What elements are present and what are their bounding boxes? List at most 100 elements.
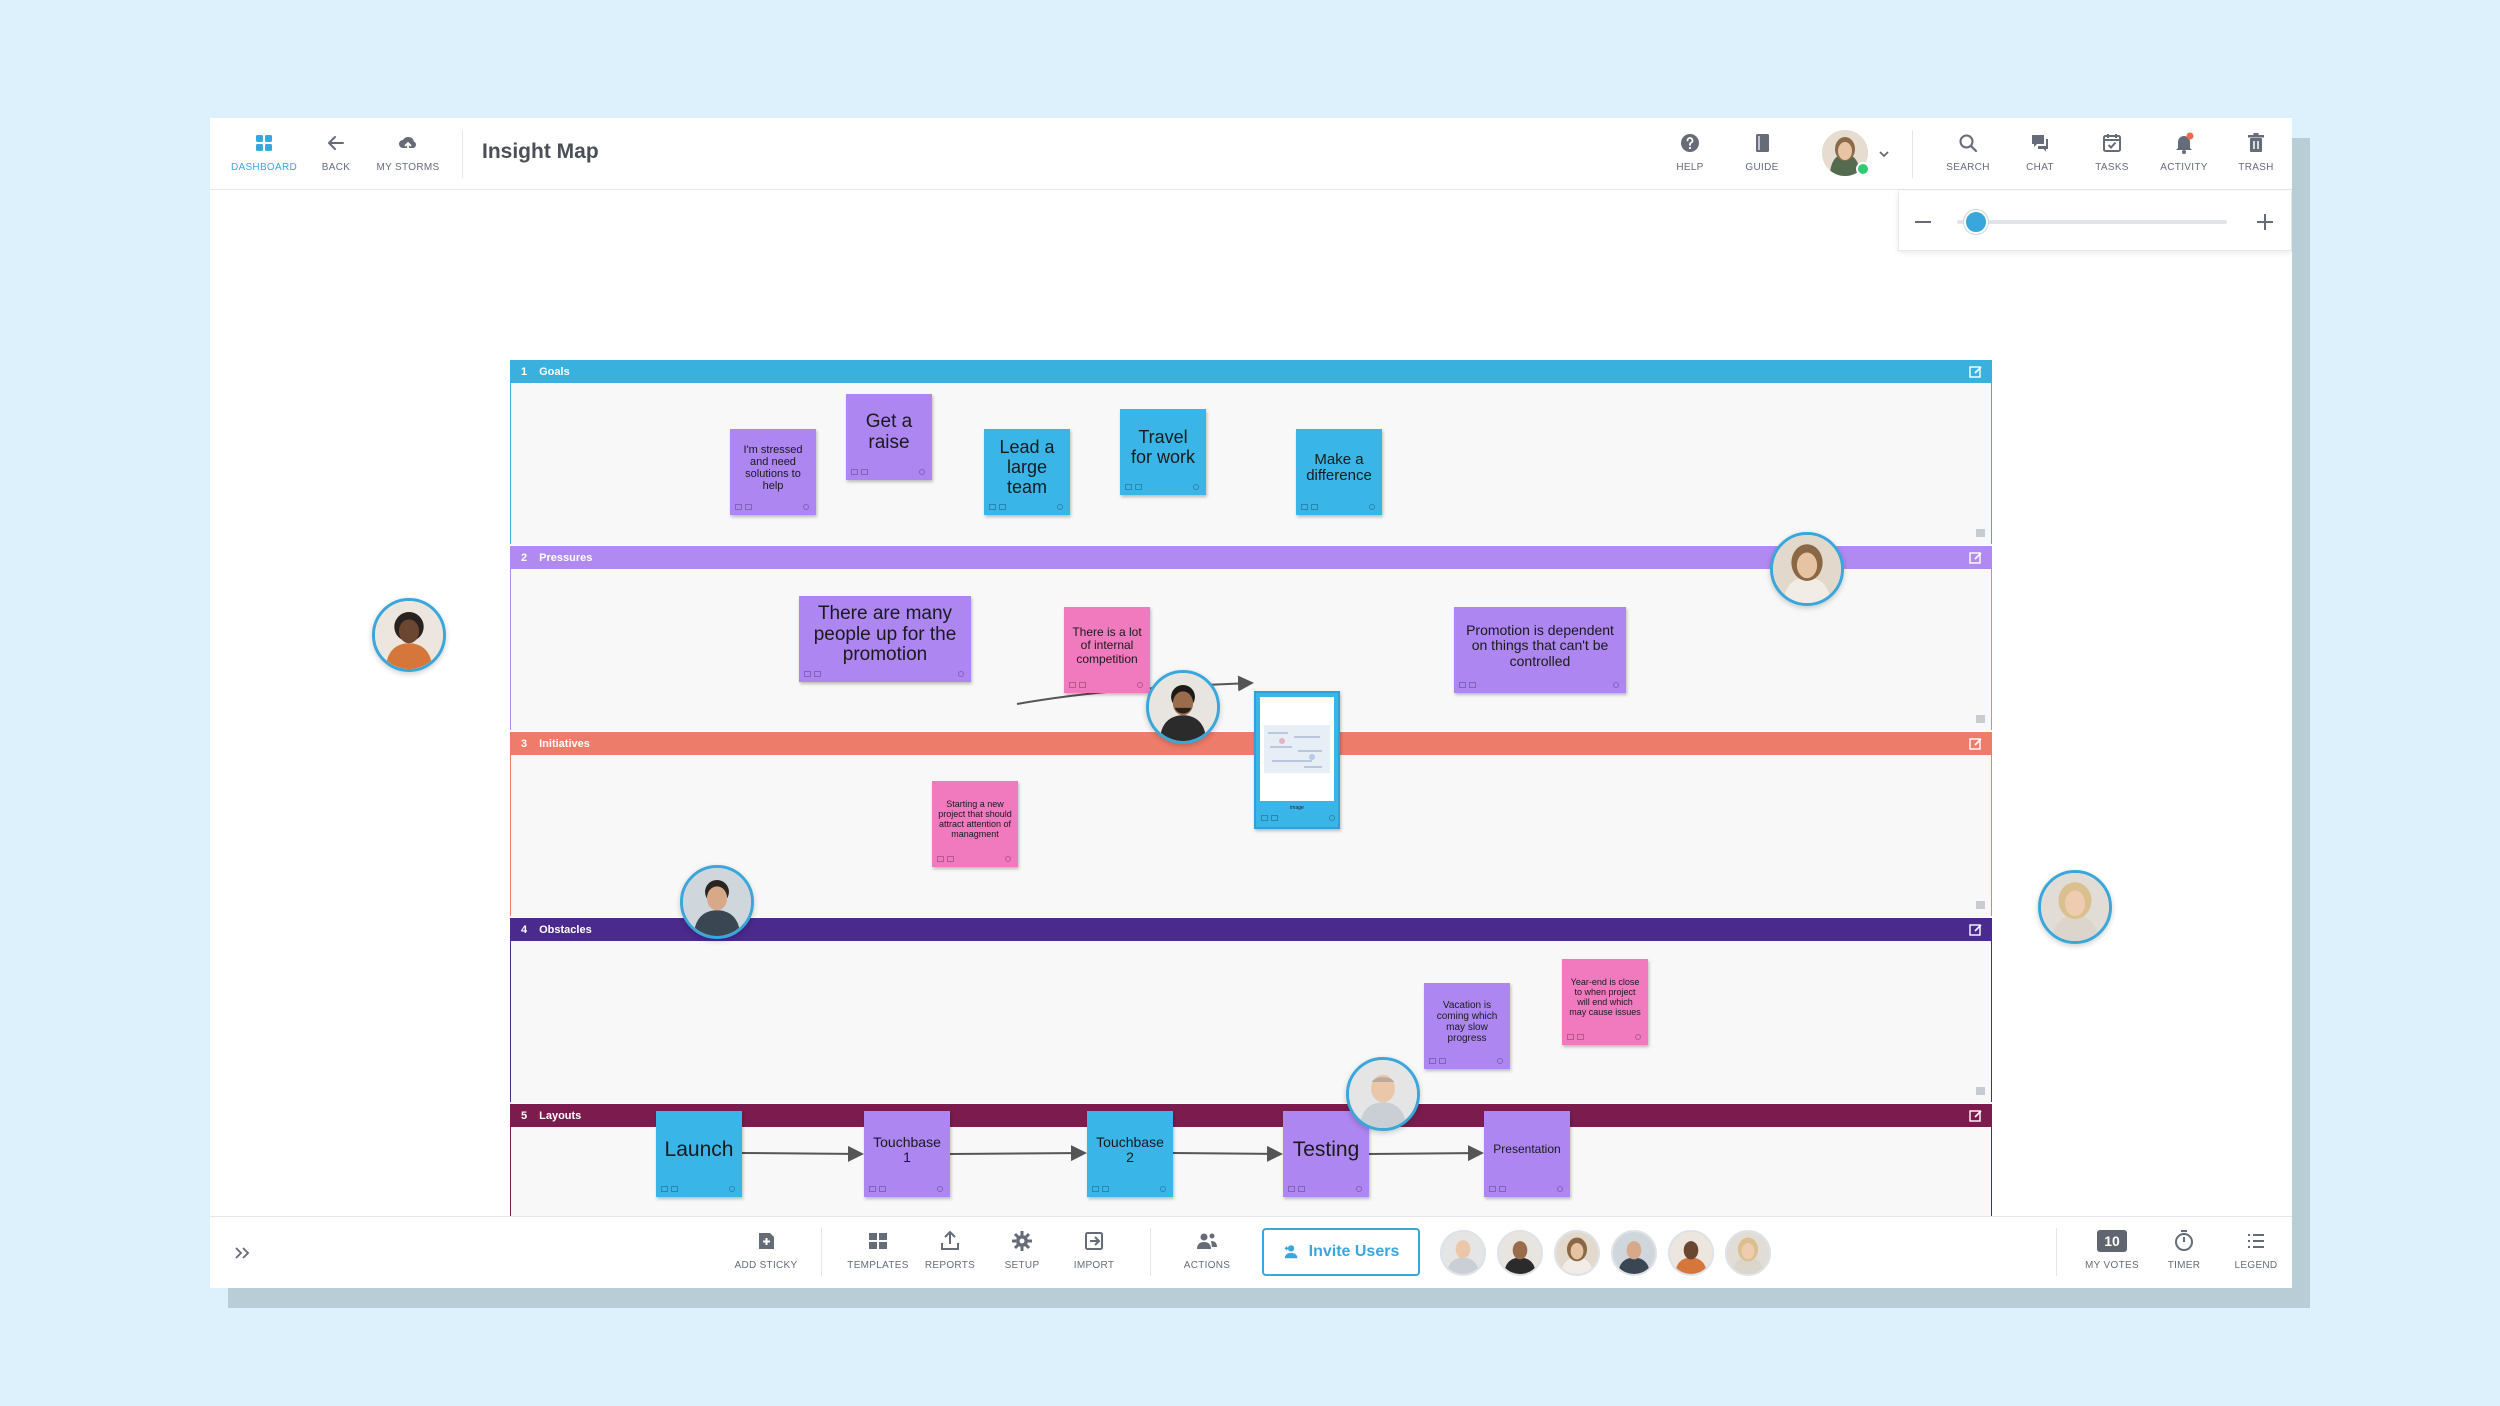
guide-button[interactable]: GUIDE — [1726, 132, 1798, 173]
participant-avatar[interactable] — [1611, 1230, 1657, 1276]
collaborator-avatar[interactable] — [1770, 532, 1844, 606]
sticky-text: Touchbase 2 — [1096, 1133, 1164, 1165]
sticky-note[interactable]: Touchbase 1 — [864, 1111, 950, 1197]
templates-label: TEMPLATES — [847, 1260, 909, 1271]
sticky-note[interactable]: Year-end is close to when project will e… — [1562, 959, 1648, 1045]
my-votes-button[interactable]: 10 MY VOTES — [2076, 1230, 2148, 1271]
activity-label: ACTIVITY — [2160, 162, 2208, 173]
chevron-down-icon[interactable] — [1878, 148, 1890, 160]
online-status-dot — [1856, 162, 1870, 176]
sticky-note[interactable]: Make a difference — [1296, 429, 1382, 515]
sticky-text: There are many people up for the promoti… — [813, 602, 957, 666]
image-card-footer — [1261, 815, 1335, 822]
participant-avatar[interactable] — [1668, 1230, 1714, 1276]
resize-handle[interactable] — [1976, 1087, 1985, 1095]
legend-button[interactable]: LEGEND — [2220, 1230, 2292, 1271]
sticky-footer — [1069, 682, 1143, 689]
zoom-out-icon[interactable] — [1913, 212, 1933, 232]
participant-avatar[interactable] — [1725, 1230, 1771, 1276]
sticky-footer — [989, 504, 1063, 511]
edit-icon[interactable] — [1969, 551, 1983, 565]
timer-button[interactable]: TIMER — [2148, 1230, 2220, 1271]
help-button[interactable]: HELP — [1654, 132, 1726, 173]
templates-button[interactable]: TEMPLATES — [842, 1230, 914, 1271]
sticky-note[interactable]: Presentation — [1484, 1111, 1570, 1197]
back-button[interactable]: BACK — [300, 132, 372, 173]
edit-icon[interactable] — [1969, 923, 1983, 937]
votes-count-badge: 10 — [2097, 1230, 2127, 1252]
sticky-footer — [1429, 1058, 1503, 1065]
tasks-button[interactable]: TASKS — [2076, 132, 2148, 173]
resize-handle[interactable] — [1976, 901, 1985, 909]
collaborator-avatar[interactable] — [680, 865, 754, 939]
chat-icon — [2032, 135, 2048, 152]
invite-users-button[interactable]: Invite Users — [1262, 1228, 1420, 1276]
help-icon — [1681, 134, 1699, 152]
lane-title: Initiatives — [539, 738, 590, 750]
current-user-avatar[interactable] — [1822, 130, 1868, 176]
lane-number: 2 — [521, 552, 528, 564]
lane-body[interactable] — [511, 755, 1991, 917]
users-icon — [1197, 1233, 1217, 1249]
zoom-slider-thumb[interactable] — [1963, 210, 1988, 234]
sticky-note[interactable]: Vacation is coming which may slow progre… — [1424, 983, 1510, 1069]
setup-button[interactable]: SETUP — [986, 1230, 1058, 1271]
add-sticky-button[interactable]: ADD STICKY — [716, 1230, 816, 1271]
guide-icon — [1756, 134, 1769, 152]
sticky-note[interactable]: Launch — [656, 1111, 742, 1197]
sticky-note[interactable]: Get a raise — [846, 394, 932, 480]
expand-sidebar-icon[interactable] — [232, 1243, 252, 1263]
sticky-note[interactable]: Starting a new project that should attra… — [932, 781, 1018, 867]
trash-button[interactable]: TRASH — [2220, 132, 2292, 173]
sticky-note[interactable]: Testing — [1283, 1111, 1369, 1197]
activity-button[interactable]: ACTIVITY — [2148, 132, 2220, 173]
lane-number: 1 — [521, 366, 528, 378]
sticky-footer — [661, 1186, 735, 1193]
sticky-text: Starting a new project that should attra… — [938, 799, 1012, 839]
sticky-note[interactable]: Travel for work — [1120, 409, 1206, 495]
import-button[interactable]: IMPORT — [1058, 1230, 1130, 1271]
zoom-in-icon[interactable] — [2255, 212, 2275, 232]
bottom-toolbar — [210, 1216, 2292, 1288]
sticky-note[interactable]: There are many people up for the promoti… — [799, 596, 971, 682]
resize-handle[interactable] — [1976, 529, 1985, 537]
dashboard-button[interactable]: DASHBOARD — [228, 132, 300, 173]
participant-avatar[interactable] — [1497, 1230, 1543, 1276]
collaborator-avatar[interactable] — [2038, 870, 2112, 944]
zoom-track[interactable] — [1957, 220, 2227, 224]
my-storms-button[interactable]: MY STORMS — [372, 132, 444, 173]
import-icon — [1085, 1232, 1103, 1250]
my-storms-label: MY STORMS — [376, 162, 440, 173]
lane-body[interactable] — [511, 941, 1991, 1103]
actions-button[interactable]: ACTIONS — [1171, 1230, 1243, 1271]
sticky-note[interactable]: Promotion is dependent on things that ca… — [1454, 607, 1626, 693]
image-card[interactable]: image — [1254, 691, 1340, 829]
edit-icon[interactable] — [1969, 365, 1983, 379]
lane-body[interactable] — [511, 569, 1991, 731]
sticky-note[interactable]: I'm stressed and need solutions to help — [730, 429, 816, 515]
collaborator-avatar[interactable] — [1146, 670, 1220, 744]
invite-users-label: Invite Users — [1308, 1243, 1400, 1260]
collaborator-avatar[interactable] — [1346, 1057, 1420, 1131]
reports-button[interactable]: REPORTS — [914, 1230, 986, 1271]
sticky-note[interactable]: Lead a large team — [984, 429, 1070, 515]
collaborator-avatar[interactable] — [372, 598, 446, 672]
sticky-footer — [937, 856, 1011, 863]
edit-icon[interactable] — [1969, 737, 1983, 751]
resize-handle[interactable] — [1976, 715, 1985, 723]
sticky-note[interactable]: Touchbase 2 — [1087, 1111, 1173, 1197]
sticky-note[interactable]: There is a lot of internal competition — [1064, 607, 1150, 693]
chat-button[interactable]: CHAT — [2004, 132, 2076, 173]
sticky-footer — [1489, 1186, 1563, 1193]
search-button[interactable]: SEARCH — [1932, 132, 2004, 173]
participant-avatar[interactable] — [1440, 1230, 1486, 1276]
participant-avatar[interactable] — [1554, 1230, 1600, 1276]
image-thumbnail — [1260, 697, 1334, 801]
edit-icon[interactable] — [1969, 1109, 1983, 1123]
